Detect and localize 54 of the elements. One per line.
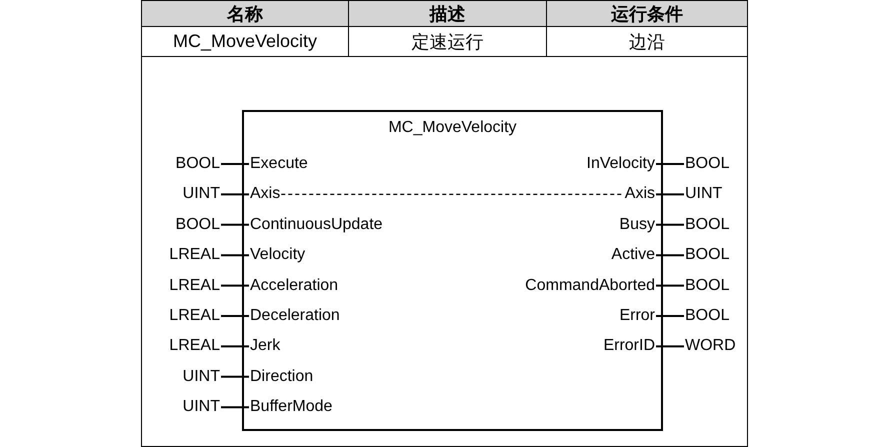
pin-label: Jerk (250, 336, 280, 356)
pin-line (656, 315, 684, 317)
pin-label: BufferMode (250, 397, 332, 418)
pin-label: InVelocity (586, 154, 655, 174)
pin-line (221, 224, 249, 226)
pin-label: ErrorID (603, 336, 655, 356)
data-type-label: WORD (685, 336, 736, 356)
pin-label: Acceleration (250, 276, 338, 296)
data-type-label: UINT (182, 366, 220, 387)
pin-line (656, 254, 684, 256)
data-type-label: BOOL (685, 245, 730, 266)
data-type-label: LREAL (169, 306, 220, 326)
pin-line (656, 163, 684, 165)
pin-label: Error (619, 306, 655, 326)
pin-label: Axis (250, 184, 280, 204)
data-type-label: UINT (685, 184, 722, 204)
function-block (242, 110, 663, 431)
data-type-label: BOOL (176, 154, 220, 174)
pin-line (656, 224, 684, 226)
data-type-label: BOOL (685, 306, 730, 326)
pin-line (221, 345, 249, 348)
pin-line (656, 284, 684, 287)
pin-line (221, 163, 249, 165)
dashed-line (281, 194, 624, 196)
pin-line (221, 376, 249, 378)
pin-label: Active (611, 245, 655, 266)
pin-line (221, 406, 249, 408)
data-type-label: UINT (182, 397, 220, 418)
column-header: 名称 (141, 0, 349, 27)
pin-label: Deceleration (250, 306, 340, 326)
column-header: 运行条件 (546, 0, 748, 27)
block-title: MC_MoveVelocity (388, 118, 517, 138)
pin-line (656, 345, 684, 348)
data-type-label: LREAL (169, 245, 220, 266)
pin-label: Velocity (250, 245, 306, 266)
pin-line (221, 315, 249, 317)
pin-label: Busy (619, 214, 655, 235)
pin-label: Direction (250, 366, 314, 387)
data-type-label: BOOL (685, 154, 730, 174)
pin-line (221, 284, 249, 287)
pin-label: ContinuousUpdate (250, 214, 383, 235)
data-type-label: BOOL (685, 214, 730, 235)
data-type-label: UINT (182, 184, 220, 204)
pin-line (221, 254, 249, 256)
column-header: 描述 (348, 0, 547, 27)
data-type-label: LREAL (169, 336, 220, 356)
pin-line (656, 193, 684, 196)
data-type-label: BOOL (685, 276, 730, 296)
pin-label: CommandAborted (525, 276, 655, 296)
pin-label: Execute (250, 154, 308, 174)
pin-label: Axis (624, 184, 655, 204)
pin-line (221, 193, 249, 196)
data-type-label: BOOL (176, 214, 220, 235)
data-type-label: LREAL (169, 276, 220, 296)
